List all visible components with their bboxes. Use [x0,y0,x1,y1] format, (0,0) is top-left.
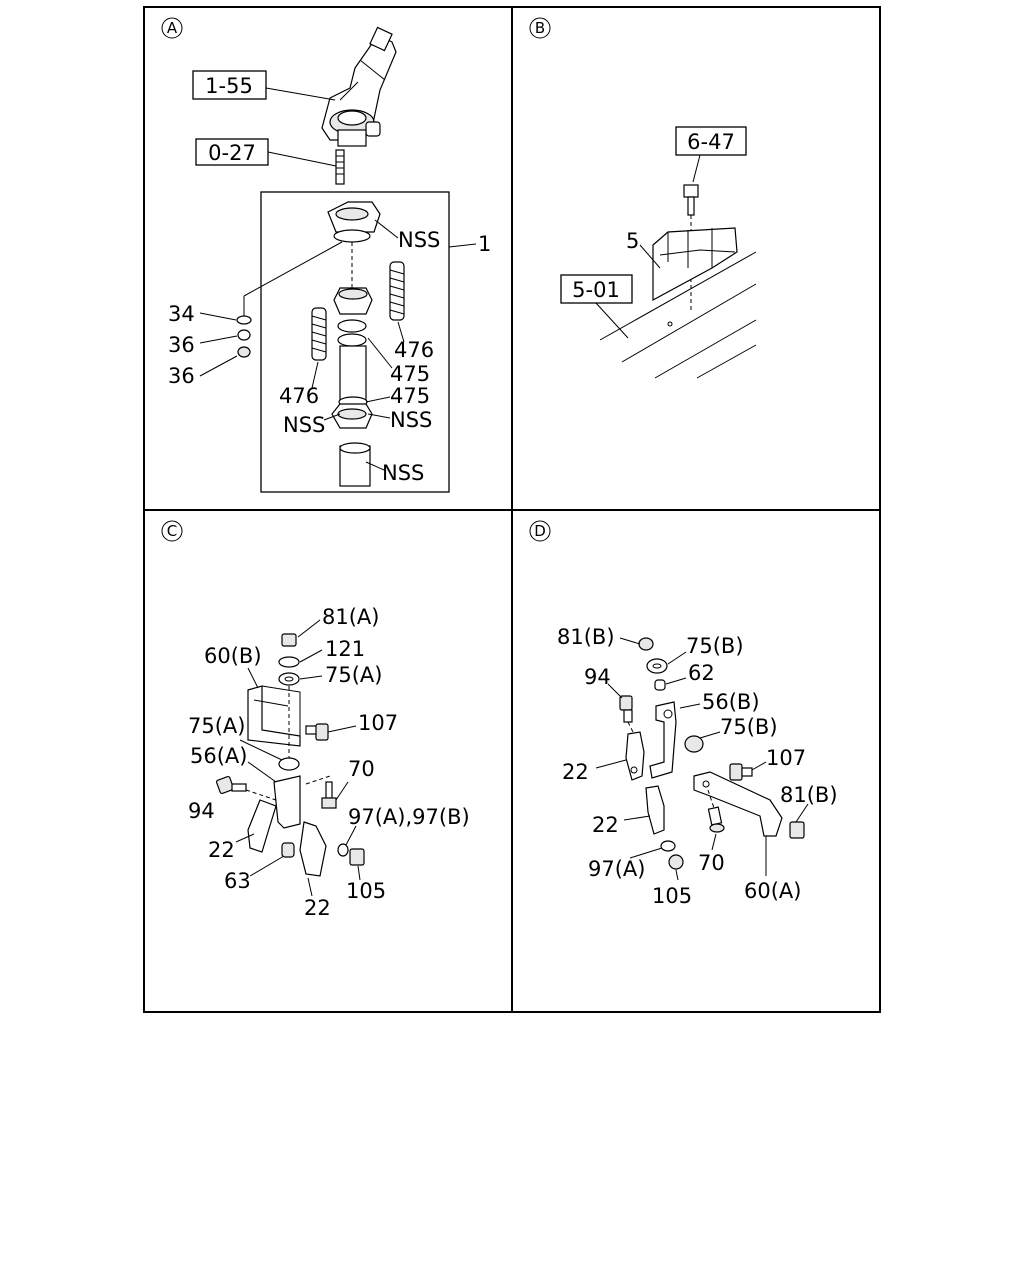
panel-c-marker: C [161,520,183,542]
callout-p476r: 476 [394,338,434,362]
bolt-70-d [707,789,725,851]
bolt-94-d [607,683,635,735]
bushing-75a-lower [239,739,300,771]
callout-p94: 94 [188,799,215,823]
washer-nut-stack: 34 36 36 [168,241,343,388]
callout-p36b: 36 [168,364,195,388]
callout-nss-bot: NSS [382,461,424,485]
callout-p22b: 22 [304,896,331,920]
spring-left [311,307,327,361]
callout-p94: 94 [584,665,611,689]
callout-p81a: 81(A) [322,605,379,629]
callout-p107: 107 [358,711,398,735]
callout-p475a: 475 [390,362,430,386]
clamp-22-right [299,821,327,897]
panel-a: A 1-55 0-27 [161,17,491,493]
bracket-60a [693,771,783,876]
spring-right [389,261,405,321]
clamp-22-lower-d [623,785,665,835]
ref-box-6-47: 6-47 [675,126,747,183]
callout-p105: 105 [346,879,386,903]
callout-p22a: 22 [562,760,589,784]
bolt-70-c [321,781,349,809]
callout-ref2: 0-27 [208,141,256,165]
hanger-56b [649,701,701,779]
panel-c: C 81(A) 121 75(A) 60(B) 107 [161,520,470,920]
callout-p97: 97(A),97(B) [348,805,470,829]
callout-p81b-right: 81(B) [780,783,838,807]
callout-marker: B [535,19,545,37]
diagram-frame [143,6,881,1013]
callout-p70: 70 [698,851,725,875]
panel-a-marker: A [161,17,183,39]
bracket-5 [652,227,738,302]
callout-p60b: 60(B) [204,644,262,668]
callout-ref2: 5-01 [572,278,620,302]
callout-nss-l: NSS [283,413,325,437]
callout-p60a: 60(A) [744,879,801,903]
callout-ref1: 1-55 [205,74,253,98]
panel-d: D 81(B) 75(B) 62 94 56(B) [529,520,838,908]
callout-p105: 105 [652,884,692,908]
panel-d-marker: D [529,520,551,542]
washer-nut-d [629,840,684,881]
spacer-63 [249,842,295,877]
ref-box-0-27: 0-27 [195,138,337,167]
top-hardware-d [619,637,687,691]
washer-nut-c [337,825,365,881]
callout-p36a: 36 [168,333,195,357]
callout-ref1: 6-47 [687,130,735,154]
callout-p75a-left: 75(A) [188,714,245,738]
callout-item1: 1 [478,232,491,256]
callout-p81b-top: 81(B) [557,625,615,649]
callout-p22b: 22 [592,813,619,837]
callout-p75b-mid: 75(B) [720,715,778,739]
callout-marker: D [534,522,546,540]
bolt-part [683,184,699,216]
bracket-60b [247,685,301,747]
panel-b: B 6-47 5 5-01 [529,17,757,379]
callout-nss-top: NSS [398,228,440,252]
callout-p75b-top: 75(B) [686,634,744,658]
callout-marker: C [167,522,177,540]
ref-box-5-01: 5-01 [560,274,633,339]
joint-pipe [331,287,373,429]
frame-rail [599,251,757,379]
clamp-22-upper-d [595,731,645,781]
lower-pipe [339,442,371,487]
clamp-22-left [235,799,277,853]
hanger-56a [247,761,331,829]
callout-p107: 107 [766,746,806,770]
callout-p75a-top: 75(A) [325,663,382,687]
flange-top: NSS [327,201,440,252]
exhaust-brake-assembly [321,26,397,147]
stud-part [335,149,345,185]
top-hardware-c [278,619,323,686]
bolt-107-c [305,723,357,741]
callout-marker: A [167,19,178,37]
ref-box-1-55: 1-55 [192,70,336,101]
callout-p97a: 97(A) [588,857,645,881]
callout-p476l: 476 [279,384,319,408]
nut-81b-right [789,803,809,839]
bushing-75b-mid [684,731,721,753]
callout-p63: 63 [224,869,251,893]
bolt-107-d [729,761,767,781]
callout-p56a: 56(A) [190,744,247,768]
callout-p34: 34 [168,302,195,326]
callout-p22a: 22 [208,838,235,862]
callout-nss-r: NSS [390,408,432,432]
callout-p121: 121 [325,637,365,661]
bolt-94-c [215,775,277,801]
assembly-1-box: 1 [260,191,491,493]
panel-b-marker: B [529,17,551,39]
callout-p70: 70 [348,757,375,781]
callout-p56b: 56(B) [702,690,760,714]
callout-p475b: 475 [390,384,430,408]
callout-p5: 5 [626,229,639,253]
callout-p62: 62 [688,661,715,685]
